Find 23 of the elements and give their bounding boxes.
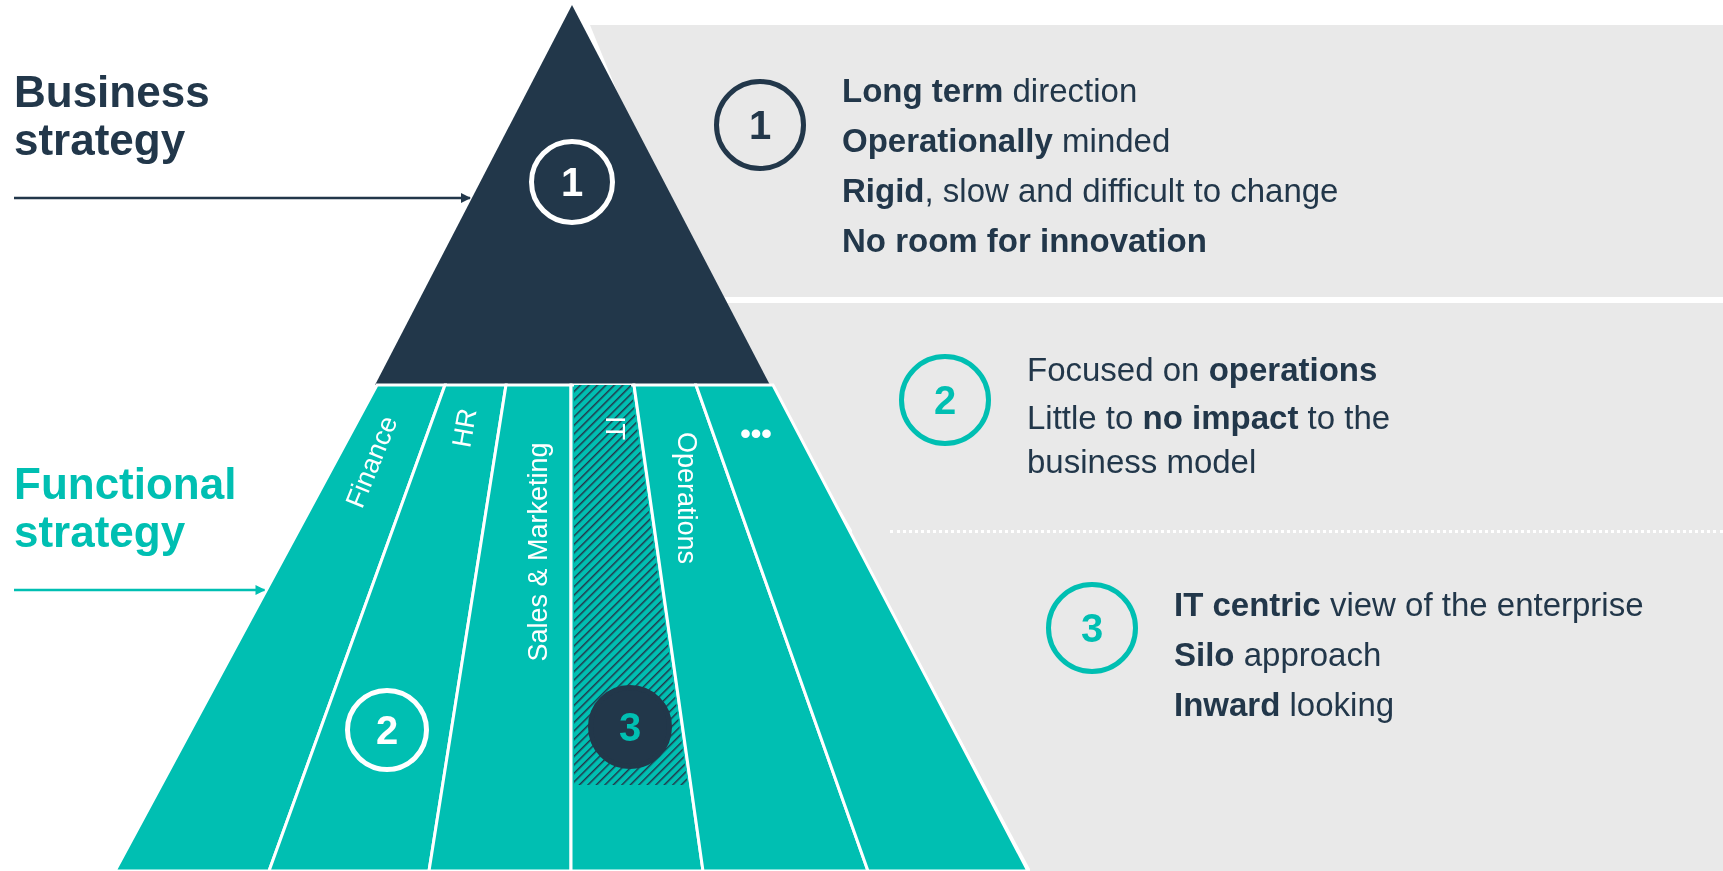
band-label: HR xyxy=(446,406,484,450)
statement-text: Inward looking xyxy=(1174,685,1396,725)
band-label: Operations xyxy=(670,431,702,565)
number-circle: 1 xyxy=(714,79,806,171)
statement-text: Long term direction xyxy=(842,71,1139,111)
band-label: Sales & Marketing xyxy=(522,442,554,662)
band-label: ••• xyxy=(740,417,772,451)
arrow xyxy=(14,585,266,595)
statement-text: IT centric view of the enterprise xyxy=(1174,585,1645,625)
statement-text: Silo approach xyxy=(1174,635,1383,675)
strategy-label: Functional strategy xyxy=(14,460,294,570)
band-label: IT xyxy=(598,416,630,440)
number-circle: 3 xyxy=(1046,582,1138,674)
number-circle: 2 xyxy=(899,354,991,446)
strategy-band xyxy=(429,385,571,871)
statement-text: Operationally minded xyxy=(842,121,1172,161)
statement-text: Little to no impact to the business model xyxy=(1027,398,1392,482)
strategy-label: Business strategy xyxy=(14,68,294,178)
arrow xyxy=(14,193,471,203)
statement-text: No room for innovation xyxy=(842,221,1208,261)
statement-text: Rigid, slow and difficult to change xyxy=(842,171,1340,211)
pyramid-top xyxy=(375,5,770,385)
statement-text: Focused on operations xyxy=(1027,350,1379,390)
